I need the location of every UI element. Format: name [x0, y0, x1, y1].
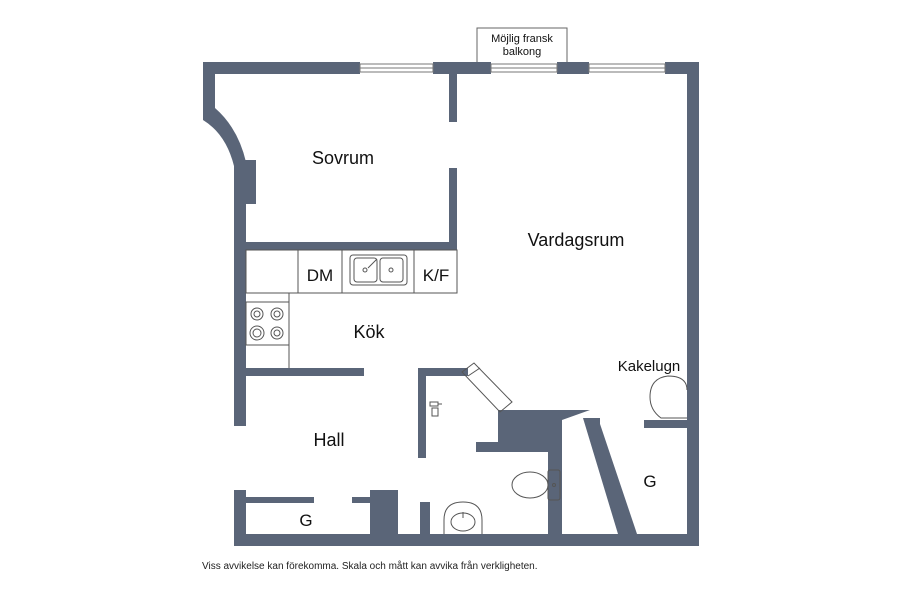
- sink-icon: [349, 254, 408, 286]
- label-garderob-right: G: [643, 472, 656, 491]
- room-label-sovrum: Sovrum: [312, 148, 374, 168]
- label-dishwasher: DM: [307, 266, 333, 285]
- windows: [359, 63, 666, 73]
- stove-icon: [245, 301, 290, 346]
- room-label-kok: Kök: [353, 322, 385, 342]
- room-label-vardagsrum: Vardagsrum: [528, 230, 625, 250]
- label-fridge-freezer: K/F: [423, 266, 449, 285]
- balcony-label-line2: balkong: [503, 46, 542, 58]
- label-garderob-hall: G: [299, 511, 312, 530]
- faucet-icon: [429, 401, 442, 417]
- washbasin-icon: [443, 501, 483, 534]
- kakelugn-icon: [649, 375, 688, 419]
- room-label-hall: Hall: [313, 430, 344, 450]
- balcony-label-line1: Möjlig fransk: [491, 33, 553, 45]
- walls: [203, 62, 699, 546]
- toilet-icon: [511, 469, 561, 501]
- disclaimer-text: Viss avvikelse kan förekomma. Skala och …: [202, 561, 538, 572]
- bathroom-door: [461, 362, 513, 413]
- balcony-box: Möjlig fransk balkong: [476, 27, 568, 65]
- label-kakelugn: Kakelugn: [618, 358, 681, 375]
